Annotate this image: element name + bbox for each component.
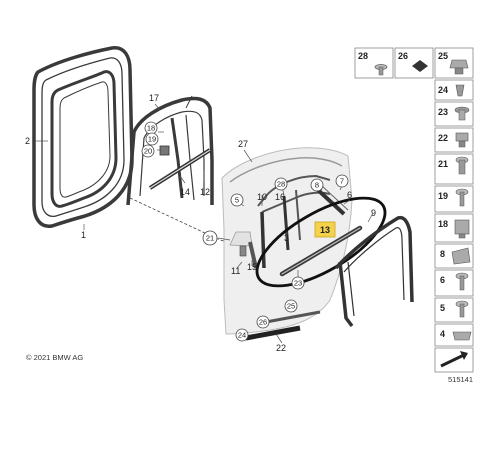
strip-22	[245, 325, 301, 341]
door-window-frame	[257, 174, 331, 213]
grid-num-28: 28	[358, 51, 368, 61]
svg-text:13: 13	[320, 225, 330, 235]
screw-5-icon	[455, 300, 469, 318]
callout-23: 23	[291, 276, 305, 290]
callout-11: 11	[231, 266, 240, 276]
part-11	[239, 245, 247, 257]
strip-14	[148, 148, 212, 190]
callout-18: 18	[144, 121, 158, 135]
svg-text:8: 8	[315, 181, 319, 190]
direction-box	[434, 347, 474, 373]
grid-num-25: 25	[438, 51, 448, 61]
callout-22: 22	[276, 343, 286, 353]
clip-21-icon	[455, 156, 469, 175]
strip-3	[282, 195, 290, 251]
glass-channel-9	[334, 215, 414, 328]
callout-13-highlight: 13	[314, 221, 336, 238]
callout-12: 12	[200, 187, 210, 197]
svg-text:7: 7	[340, 177, 344, 186]
grid-num-8: 8	[440, 249, 445, 259]
grid-num-6: 6	[440, 275, 445, 285]
svg-text:28: 28	[277, 180, 285, 189]
clip-23-icon	[454, 106, 470, 121]
callout-28: 28	[274, 177, 288, 191]
grid-num-19: 19	[438, 191, 448, 201]
copyright-text: © 2021 BMW AG	[26, 353, 83, 362]
callout-25: 25	[284, 299, 298, 313]
seal-13	[279, 225, 363, 277]
svg-text:5: 5	[235, 196, 239, 205]
strip-6	[316, 188, 346, 216]
callout-6: 6	[347, 190, 352, 200]
svg-text:18: 18	[147, 124, 155, 133]
screw-28-icon	[374, 64, 388, 76]
callout-10: 10	[257, 192, 267, 202]
svg-text:25: 25	[287, 302, 295, 311]
grid-num-24: 24	[438, 85, 448, 95]
clip-20	[159, 145, 170, 156]
callout-3: 3	[284, 233, 289, 243]
screw-6-icon	[455, 272, 469, 291]
callout-20: 20	[141, 144, 155, 158]
clip-24-icon	[455, 84, 465, 97]
svg-text:19: 19	[148, 135, 156, 144]
callout-16: 16	[275, 192, 285, 202]
callout-14: 14	[180, 187, 190, 197]
grid-num-21: 21	[438, 159, 448, 169]
callout-2: 2	[25, 136, 30, 146]
grid-num-26: 26	[398, 51, 408, 61]
grid-num-23: 23	[438, 107, 448, 117]
callout-24: 24	[235, 328, 249, 342]
svg-text:26: 26	[259, 318, 267, 327]
part-15	[248, 241, 258, 269]
pad-26-icon	[412, 60, 428, 72]
grid-num-18: 18	[438, 219, 448, 229]
callout-19: 19	[145, 132, 159, 146]
door-seal-outer	[32, 46, 134, 228]
svg-text:21: 21	[206, 234, 214, 243]
clip-18-icon	[454, 219, 470, 239]
callout-15: 15	[247, 262, 257, 272]
strip-6-thin	[321, 185, 349, 211]
nut-25-icon	[449, 59, 469, 75]
grid-num-22: 22	[438, 133, 448, 143]
callout-17: 17	[149, 93, 159, 103]
strip-16	[295, 189, 301, 241]
svg-text:23: 23	[294, 279, 302, 288]
clip-22-icon	[455, 132, 469, 148]
callout-5-small: 5	[230, 193, 244, 207]
parts-grid	[354, 47, 474, 347]
callout-1: 1	[81, 230, 86, 240]
diagram-id: 515141	[448, 375, 473, 384]
svg-text:20: 20	[144, 147, 152, 156]
callout-9: 9	[371, 208, 376, 218]
strip-25	[265, 310, 321, 324]
callout-26: 26	[256, 315, 270, 329]
svg-text:24: 24	[238, 331, 246, 340]
clip-4-icon	[452, 331, 472, 341]
strip-10	[260, 211, 266, 269]
callout-8-small: 8	[310, 178, 324, 192]
callout-7: 7	[335, 174, 349, 188]
screw-19-icon	[455, 188, 469, 207]
grid-num-4: 4	[440, 329, 445, 339]
grid-num-5: 5	[440, 303, 445, 313]
callout-27: 27	[238, 139, 248, 149]
callout-21: 21	[202, 230, 218, 246]
bracket-8-icon	[451, 247, 471, 265]
